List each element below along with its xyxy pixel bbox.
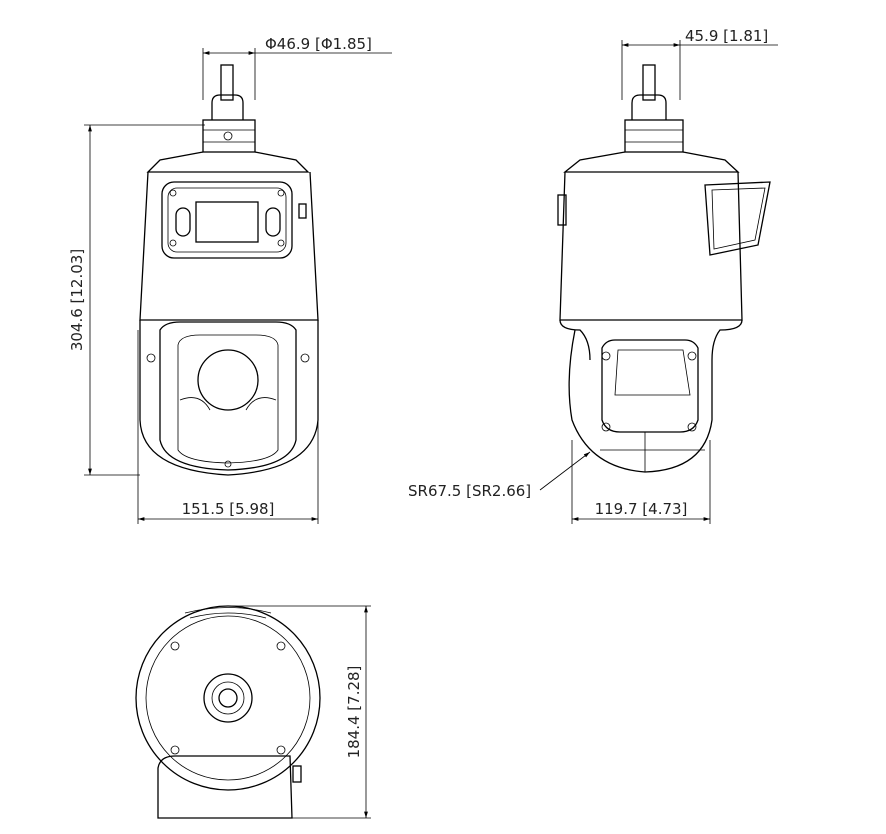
side-depth-dimension: 119.7 [4.73] <box>571 440 711 524</box>
bottom-view <box>135 605 321 819</box>
sphere-radius-callout: SR67.5 [SR2.66] <box>408 451 591 500</box>
side-cable-width-label: 45.9 [1.81] <box>685 27 768 45</box>
front-cable-dimension: Φ46.9 [Φ1.85] <box>202 35 392 100</box>
side-depth-label: 119.7 [4.73] <box>595 500 688 518</box>
front-width-dimension: 151.5 [5.98] <box>137 330 319 524</box>
cable-diameter-label: Φ46.9 [Φ1.85] <box>265 35 372 53</box>
bottom-depth-dimension: 184.4 [7.28] <box>228 605 371 819</box>
side-view <box>557 64 771 473</box>
sphere-radius-label: SR67.5 [SR2.66] <box>408 482 531 500</box>
front-width-label: 151.5 [5.98] <box>182 500 275 518</box>
side-cable-dimension: 45.9 [1.81] <box>621 27 778 100</box>
bottom-depth-label: 184.4 [7.28] <box>345 666 363 759</box>
front-view <box>139 64 319 476</box>
height-dimension: 304.6 [12.03] <box>68 124 205 476</box>
height-label: 304.6 [12.03] <box>68 249 86 351</box>
